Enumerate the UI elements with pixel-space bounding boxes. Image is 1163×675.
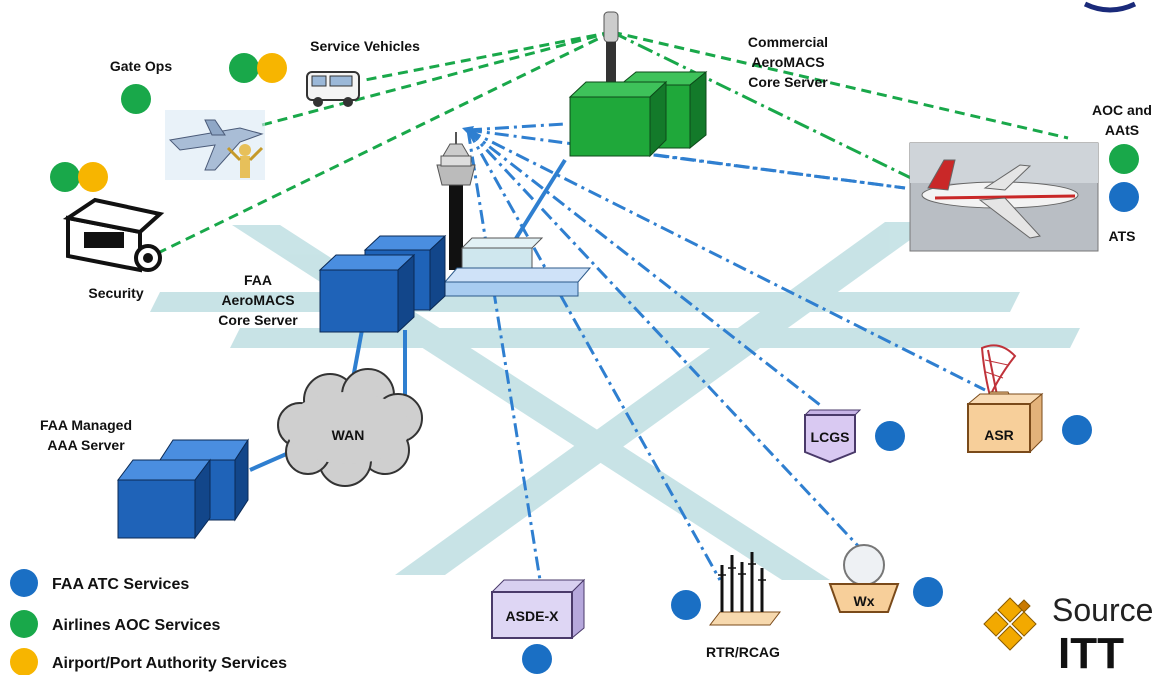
legend: FAA ATC Services Airlines AOC Services A… bbox=[10, 569, 287, 675]
aaa-server-icon bbox=[117, 438, 249, 540]
security-label: Security bbox=[88, 285, 143, 301]
wan-cloud-icon bbox=[277, 368, 423, 487]
wx-faa-dot bbox=[913, 577, 943, 607]
security-airport-dot bbox=[78, 162, 108, 192]
source-itt-logo: Source ITT bbox=[983, 592, 1153, 675]
asde-label: ASDE-X bbox=[506, 608, 560, 624]
lcgs-label: LCGS bbox=[811, 429, 850, 445]
asde-faa-dot bbox=[522, 644, 552, 674]
faa-links bbox=[466, 122, 986, 581]
asr-radar-icon bbox=[966, 344, 1044, 454]
service-vehicle-icon bbox=[306, 71, 360, 107]
aoc-label-1: AOC and bbox=[1092, 102, 1152, 118]
aaa-server-label-2: AAA Server bbox=[47, 437, 125, 453]
brand-source-text: Source bbox=[1052, 592, 1153, 628]
gate-ops-airline-dot bbox=[121, 84, 151, 114]
lcgs-icon bbox=[803, 409, 862, 464]
legend-label-airline: Airlines AOC Services bbox=[52, 617, 220, 634]
wx-label: Wx bbox=[854, 593, 875, 609]
faa-server-label-3: Core Server bbox=[218, 312, 298, 328]
security-airline-dot bbox=[50, 162, 80, 192]
legend-swatch-airport bbox=[10, 648, 38, 675]
service-dots bbox=[50, 53, 1139, 674]
service-vehicles-airline-dot bbox=[229, 53, 259, 83]
security-camera-icon bbox=[62, 197, 165, 273]
wan-label: WAN bbox=[332, 427, 365, 443]
legend-label-faa: FAA ATC Services bbox=[52, 576, 189, 593]
aaa-server-label-1: FAA Managed bbox=[40, 417, 132, 433]
lcgs-faa-dot bbox=[875, 421, 905, 451]
faa-server-label-2: AeroMACS bbox=[221, 292, 294, 308]
taxiway-lower bbox=[230, 328, 1080, 348]
service-vehicles-label: Service Vehicles bbox=[310, 38, 420, 54]
aoc-label-2: AAtS bbox=[1105, 122, 1139, 138]
wx-dome-icon bbox=[828, 544, 900, 613]
commercial-server-icon bbox=[568, 70, 708, 158]
airline-links bbox=[159, 30, 1069, 254]
asr-label: ASR bbox=[984, 427, 1014, 443]
legend-swatch-faa bbox=[10, 569, 38, 597]
gate-ops-label: Gate Ops bbox=[110, 58, 172, 74]
rtr-rcag-icon bbox=[708, 552, 782, 626]
aoc-airline-dot bbox=[1109, 144, 1139, 174]
gate-ops-illustration bbox=[165, 110, 265, 180]
ats-faa-dot bbox=[1109, 182, 1139, 212]
faa-server-label-1: FAA bbox=[244, 272, 272, 288]
rtr-faa-dot bbox=[671, 590, 701, 620]
airliner-photo bbox=[909, 142, 1099, 252]
legend-swatch-airline bbox=[10, 610, 38, 638]
source-itt-logo-mark bbox=[983, 597, 1037, 651]
legend-label-airport: Airport/Port Authority Services bbox=[52, 655, 287, 672]
brand-itt-text: ITT bbox=[1058, 629, 1124, 675]
terminal-building-icon bbox=[443, 237, 592, 297]
ats-label: ATS bbox=[1109, 228, 1136, 244]
asr-faa-dot bbox=[1062, 415, 1092, 445]
rtr-label: RTR/RCAG bbox=[706, 644, 780, 660]
commercial-server-label-3: Core Server bbox=[748, 74, 828, 90]
partial-logo-arc bbox=[1083, 1, 1137, 13]
faa-server-icon bbox=[318, 234, 447, 334]
commercial-server-label-1: Commercial bbox=[748, 34, 828, 50]
runways bbox=[150, 222, 1080, 580]
commercial-server-label-2: AeroMACS bbox=[751, 54, 824, 70]
service-vehicles-airport-dot bbox=[257, 53, 287, 83]
comm-tower-icon bbox=[603, 11, 619, 82]
control-tower-icon bbox=[436, 126, 476, 270]
asde-x-icon bbox=[490, 578, 586, 640]
